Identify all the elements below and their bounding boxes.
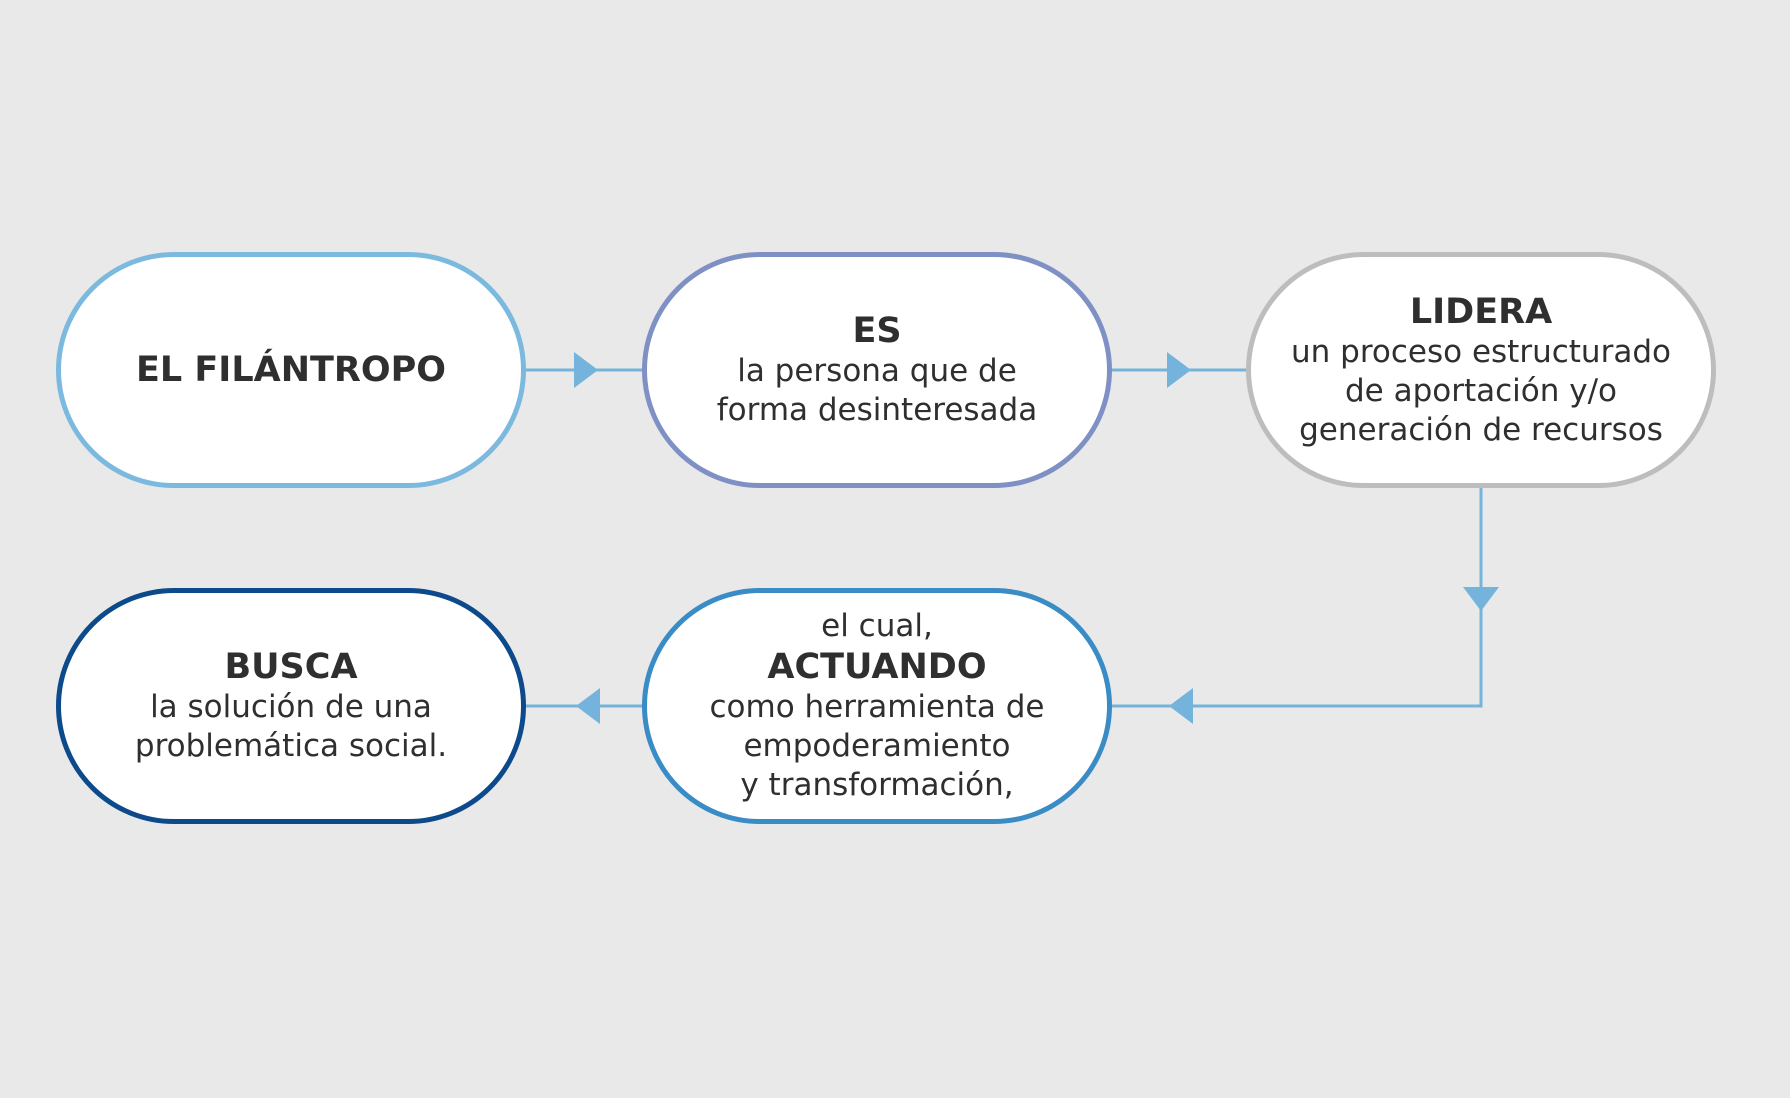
node-text-line: la solución de una	[150, 689, 432, 725]
node-text-line: como herramienta de	[709, 689, 1045, 725]
node-text-line: empoderamiento	[743, 728, 1011, 764]
node-title: ACTUANDO	[767, 647, 987, 687]
node-el-filantropo: EL FILÁNTROPO	[56, 252, 526, 488]
arrow-left-icon	[576, 688, 600, 724]
node-text-line: problemática social.	[134, 728, 448, 764]
arrow-right-icon	[574, 352, 598, 388]
node-es: ES la persona que de forma desinteresada	[642, 252, 1112, 488]
connector-lidera-actuando	[1112, 488, 1483, 708]
node-text-line: la persona que de	[737, 353, 1017, 389]
node-actuando: el cual, ACTUANDO como herramienta de em…	[642, 588, 1112, 824]
node-title: ES	[852, 311, 902, 351]
node-text-line: el cual,	[821, 608, 933, 644]
arrow-down-icon	[1463, 587, 1499, 611]
node-text-line: generación de recursos	[1299, 411, 1663, 448]
node-text-line: de aportación y/o	[1344, 372, 1618, 409]
node-text-line: y transformación,	[740, 767, 1014, 803]
node-title: EL FILÁNTROPO	[136, 350, 446, 390]
node-text-line: forma desinteresada	[716, 392, 1038, 428]
node-busca: BUSCA la solución de una problemática so…	[56, 588, 526, 824]
node-lidera: LIDERA un proceso estructurado de aporta…	[1246, 252, 1716, 488]
node-title: BUSCA	[224, 647, 358, 687]
node-title: LIDERA	[1409, 291, 1553, 332]
arrow-right-icon	[1167, 352, 1191, 388]
arrow-left-icon	[1169, 688, 1193, 724]
node-text-line: un proceso estructurado	[1291, 333, 1671, 370]
